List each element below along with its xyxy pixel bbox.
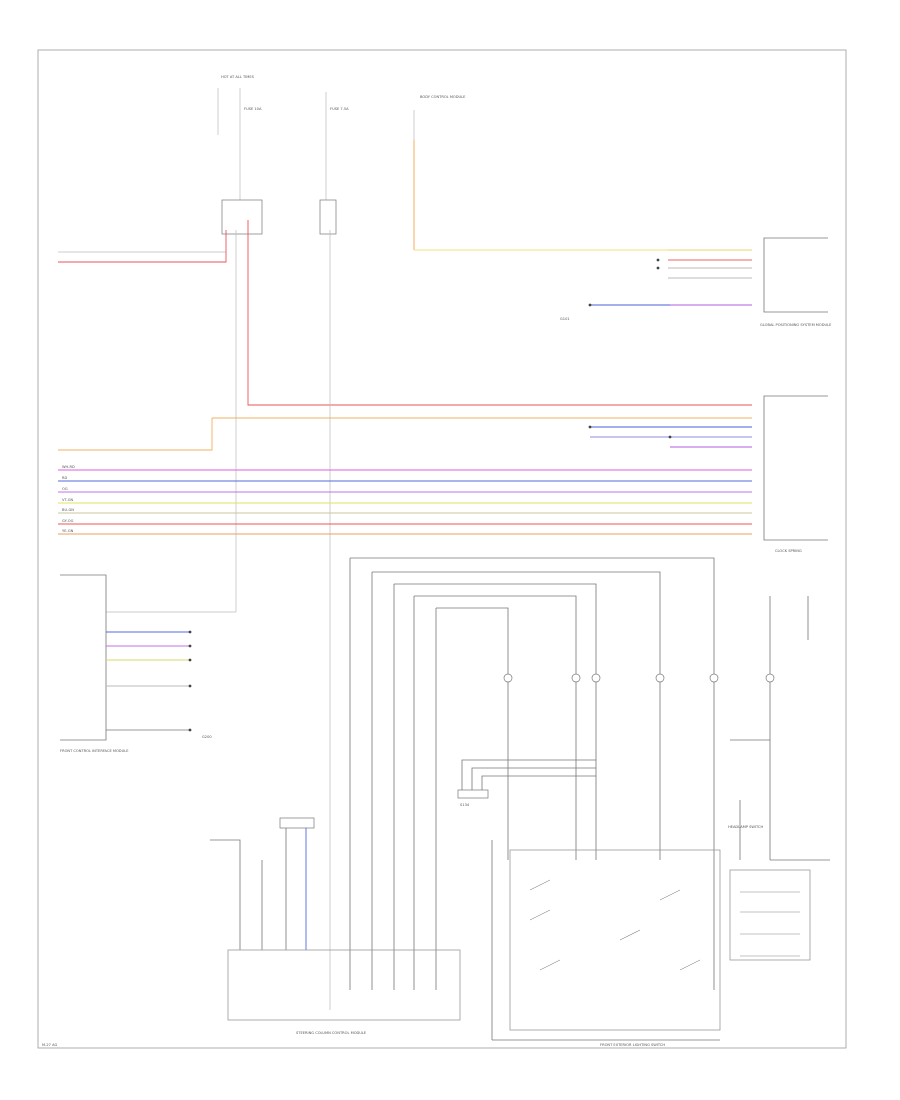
front-control-interface-module: FRONT CONTROL INTERFACE MODULE xyxy=(60,574,190,753)
top-fuse-feeds: HOT AT ALL TIMES FUSE 10A FUSE 7.5A BODY… xyxy=(217,75,466,235)
steering-column-label: STEERING COLUMN CONTROL MODULE xyxy=(296,1031,367,1035)
feed-label: BODY CONTROL MODULE xyxy=(420,95,466,99)
clock-spring-label: CLOCK SPRING xyxy=(775,549,802,553)
clock-spring-module: CLOCK SPRING xyxy=(763,395,828,553)
splice-cluster: S134 xyxy=(457,739,770,860)
headlamp-switch-label: HEADLAMP SWITCH xyxy=(728,825,764,829)
fuse-label-a: HOT AT ALL TIMES xyxy=(221,75,255,79)
footer-right: FRONT EXTERIOR LIGHTING SWITCH xyxy=(600,1043,665,1047)
ground-label-g1: G101 xyxy=(560,317,570,321)
bus-wire-color-label: GY-OG xyxy=(62,519,74,523)
steering-column-control-module: STEERING COLUMN CONTROL MODULE xyxy=(210,817,461,1035)
bus-wire-color-label: RD xyxy=(62,476,67,480)
bus-wire-color-label: BU-GN xyxy=(62,508,74,512)
bus-wire-color-label: VT-GN xyxy=(62,498,74,502)
fuse-label-c: FUSE 7.5A xyxy=(330,107,349,111)
headlamp-switch: HEADLAMP SWITCH xyxy=(728,825,830,961)
junction-dots xyxy=(188,258,672,732)
vertical-harness xyxy=(349,557,809,990)
front-control-interface-label: FRONT CONTROL INTERFACE MODULE xyxy=(60,749,129,753)
splice-label: S134 xyxy=(460,803,470,807)
front-exterior-lighting-switch: FRONT EXTERIOR LIGHTING SWITCH xyxy=(491,840,721,1047)
bus-wire-color-label: YE-GN xyxy=(62,529,74,533)
bus-wire-color-label: WH-RD xyxy=(62,465,75,469)
ground-label-g2: G200 xyxy=(202,735,212,739)
fuse-label-b: FUSE 10A xyxy=(244,107,262,111)
bus-wire-color-label: OG xyxy=(62,487,68,491)
main-wire-bus xyxy=(58,469,752,535)
diagram-frame xyxy=(37,49,847,1049)
gps-module: GLOBAL POSITIONING SYSTEM MODULE xyxy=(760,237,832,327)
gps-module-label: GLOBAL POSITIONING SYSTEM MODULE xyxy=(760,323,832,327)
footer-left: M-27 AG xyxy=(42,1043,58,1047)
